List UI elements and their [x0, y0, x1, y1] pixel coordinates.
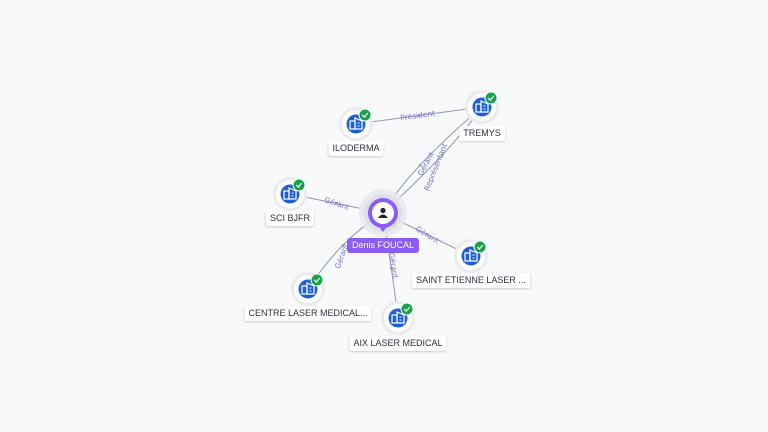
building-icon — [391, 311, 405, 324]
edge-label: Président — [400, 109, 436, 123]
verified-check-icon — [310, 273, 324, 287]
edge-label: Gérant — [323, 195, 350, 212]
building-icon — [301, 282, 315, 295]
person-icon — [378, 207, 388, 218]
building-icon — [464, 249, 478, 262]
edge-arrow — [341, 244, 345, 247]
building-icon — [349, 117, 363, 130]
building-icon — [283, 187, 297, 200]
person-node[interactable] — [359, 189, 407, 237]
edge-label: Gérant — [387, 252, 400, 279]
company-label-tremys[interactable]: TREMYS — [459, 126, 505, 141]
company-label-iloderma[interactable]: ILODERMA — [328, 141, 384, 156]
company-node-aixlaser[interactable] — [381, 301, 415, 335]
person-label[interactable]: Denis FOUCAL — [346, 238, 420, 253]
company-node-saintetienne[interactable] — [454, 239, 488, 273]
edge-arrow — [440, 153, 444, 157]
company-label-centrelaser[interactable]: CENTRE LASER MEDICAL... — [244, 306, 372, 321]
company-node-scibjfr[interactable] — [273, 177, 307, 211]
company-node-iloderma[interactable] — [339, 107, 373, 141]
verified-check-icon — [292, 178, 306, 192]
verified-check-icon — [473, 240, 487, 254]
company-label-scibjfr[interactable]: SCI BJFR — [265, 211, 315, 226]
edge-arrow — [417, 114, 421, 117]
building-icon — [475, 100, 489, 113]
edge-arrow — [335, 202, 338, 205]
company-label-aixlaser[interactable]: AIX LASER MEDICAL — [349, 336, 447, 351]
verified-check-icon — [484, 91, 498, 105]
verified-check-icon — [358, 108, 372, 122]
edge-arrow — [418, 163, 422, 167]
company-node-tremys[interactable] — [465, 90, 499, 124]
edge-arrow — [389, 266, 393, 270]
company-node-centrelaser[interactable] — [291, 272, 325, 306]
verified-check-icon — [400, 302, 414, 316]
edge-arrow — [425, 233, 429, 236]
company-label-saintetienne[interactable]: SAINT ETIENNE LASER ... — [412, 273, 530, 288]
